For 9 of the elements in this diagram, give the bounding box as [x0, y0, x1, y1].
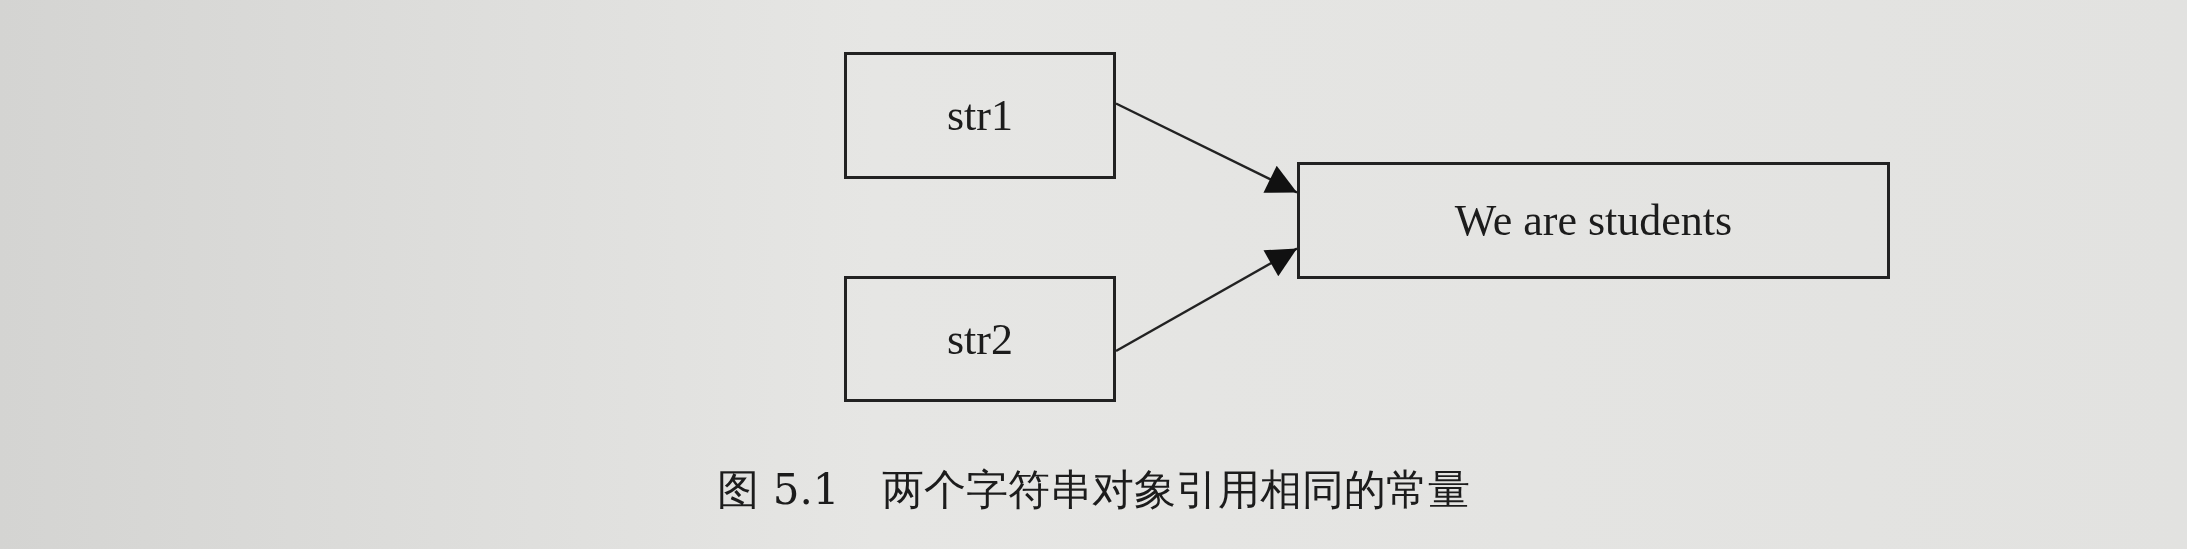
text-box — [844, 276, 1116, 402]
figure-caption: 图 5.1 两个字符串对象引用相同的常量 — [717, 464, 1470, 516]
text-box — [1297, 162, 1890, 279]
box-label: We are students — [1454, 195, 1733, 246]
arrow — [1115, 102, 1298, 194]
arrow — [1115, 247, 1298, 353]
box-label: str2 — [947, 313, 1013, 365]
box-label: str1 — [947, 90, 1013, 141]
text-box — [844, 52, 1116, 179]
